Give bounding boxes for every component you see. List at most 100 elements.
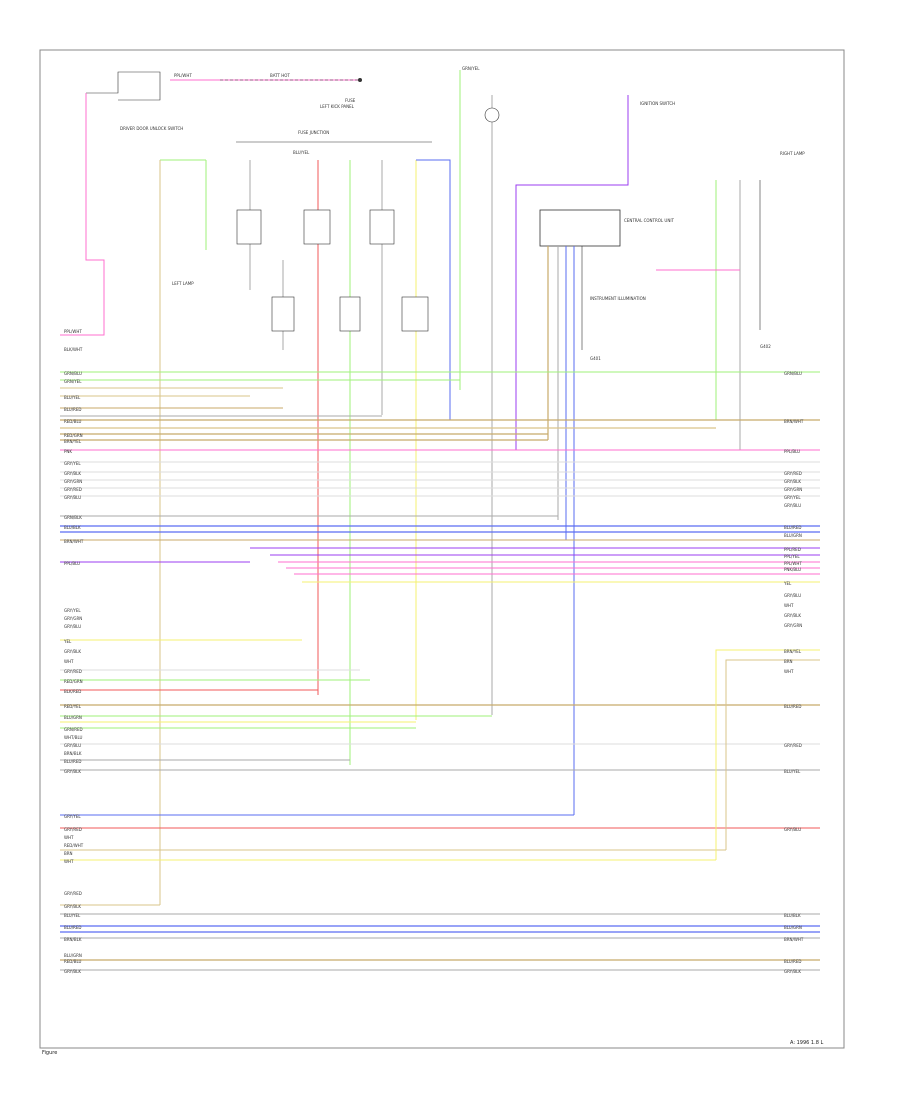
footer-right: A: 1996 1.8 L bbox=[790, 1040, 823, 1046]
diagram-frame bbox=[39, 49, 845, 1049]
row-right-label: BRN/WHT bbox=[784, 937, 804, 942]
row-right-label: BRN/YEL bbox=[784, 649, 802, 654]
junction-label: FUSE JUNCTION bbox=[298, 130, 329, 135]
row-right-label: PPL/YEL bbox=[784, 554, 800, 559]
ground2-label: G402 bbox=[760, 344, 771, 349]
row-left-label: RED/BLU bbox=[64, 419, 82, 424]
row-left-label: BRN/WHT bbox=[64, 539, 84, 544]
row-left-label: GRN/BLU bbox=[64, 371, 82, 376]
control-unit-label: CENTRAL CONTROL UNIT bbox=[624, 218, 675, 223]
row-left-label: GRY/RED bbox=[64, 827, 82, 832]
row-right-label: GRY/RED bbox=[784, 471, 802, 476]
row-left-label: BLU/GRN bbox=[64, 715, 82, 720]
row-right-label: GRY/GRN bbox=[784, 623, 802, 628]
row-left-label: GRY/RED bbox=[64, 487, 82, 492]
ground1-label: G401 bbox=[590, 356, 601, 361]
row-left-label: GRY/RED bbox=[64, 891, 82, 896]
row-right-label: GRY/BLU bbox=[784, 503, 801, 508]
row-left-label: BRN/BLK bbox=[64, 751, 82, 756]
row-left-label: BLK/RED bbox=[64, 689, 81, 694]
row-left-label: GRY/GRN bbox=[64, 616, 82, 621]
row-left-label: GRY/BLK bbox=[64, 969, 81, 974]
row-left-label: GRY/BLK bbox=[64, 649, 81, 654]
green-tag-label: GRN/YEL bbox=[462, 66, 480, 71]
row-right-label: BLU/RED bbox=[784, 525, 801, 530]
row-left-label: GRY/BLU bbox=[64, 624, 81, 629]
row-right-label: PPL/BLU bbox=[784, 449, 800, 454]
row-right-label: WHT bbox=[784, 603, 794, 608]
row-left-label: GRY/BLK bbox=[64, 471, 81, 476]
row-right-label: GRY/BLU bbox=[784, 827, 801, 832]
row-right-label: BRN bbox=[784, 659, 793, 664]
row-right-label: BLU/RED bbox=[784, 959, 801, 964]
row-right-label: GRY/GRN bbox=[784, 487, 802, 492]
row-left-label: GRY/GRN bbox=[64, 479, 82, 484]
row-left-label: YEL bbox=[63, 639, 72, 644]
row-left-label: BLU/BLK bbox=[64, 525, 81, 530]
row-left-label: GRY/YEL bbox=[64, 461, 81, 466]
top-fuse-section: PPL/WHT BATT HOT FUSE LEFT KICK PANEL DR… bbox=[86, 71, 432, 143]
fuse-junction-columns: BLU/YEL bbox=[159, 150, 451, 905]
row-left-label: BLK/WHT bbox=[64, 347, 83, 352]
row-left-label: GRY/YEL bbox=[64, 608, 81, 613]
row-left-label: BLU/GRN bbox=[64, 953, 82, 958]
control-unit: CENTRAL CONTROL UNIT INSTRUMENT ILLUMINA… bbox=[539, 209, 675, 815]
pink-lead-label: PPL/WHT bbox=[174, 73, 192, 78]
row-right-label: GRY/BLK bbox=[784, 969, 801, 974]
footer-left: Figure bbox=[42, 1050, 57, 1056]
row-left-label: BLU/YEL bbox=[64, 395, 81, 400]
row-left-label: GRY/BLK bbox=[64, 769, 81, 774]
row-right-label: GRN/BLU bbox=[784, 371, 802, 376]
row-left-label: RED/BLU bbox=[64, 959, 82, 964]
row-left-label: GRY/BLU bbox=[64, 495, 81, 500]
row-left-label: GRN/YEL bbox=[64, 379, 82, 384]
row-left-label: RED/YEL bbox=[64, 704, 82, 709]
fuse-label: FUSE bbox=[345, 98, 356, 103]
row-right-label: PPL/RED bbox=[784, 547, 801, 552]
row-left-label: BLU/RED bbox=[64, 407, 81, 412]
row-left-label: RED/WHT bbox=[64, 843, 84, 848]
row-left-label: GRY/BLK bbox=[64, 904, 81, 909]
illumination-label: INSTRUMENT ILLUMINATION bbox=[590, 296, 646, 301]
row-right-label: BLU/BLK bbox=[784, 913, 801, 918]
row-right-label: BLU/GRN bbox=[784, 533, 802, 538]
row-right-label: GRY/BLU bbox=[784, 593, 801, 598]
row-left-label: BLU/RED bbox=[64, 759, 81, 764]
row-right-label: GRY/BLK bbox=[784, 613, 801, 618]
ignition-label: IGNITION SWITCH bbox=[640, 101, 675, 106]
left-lamp-label: LEFT LAMP bbox=[172, 281, 194, 286]
row-left-label: BLU/YEL bbox=[64, 913, 81, 918]
hot-label: BATT HOT bbox=[270, 73, 290, 78]
right-wire-labels: GRN/BLU BRN/WHT PPL/BLU GRY/RED GRY/BLK … bbox=[783, 371, 804, 974]
row-right-label: PNK/BLU bbox=[784, 567, 801, 572]
row-left-label: GRY/BLU bbox=[64, 743, 81, 748]
row-left-label: BRN/BLK bbox=[64, 937, 82, 942]
row-left-label: PNK bbox=[64, 449, 72, 454]
row-left-label: PPL/BLU bbox=[64, 561, 80, 566]
row-left-label: PPL/WHT bbox=[64, 329, 82, 334]
row-left-label: GRY/YEL bbox=[64, 814, 81, 819]
row-right-label: BRN/WHT bbox=[784, 419, 804, 424]
row-left-label: RED/GRN bbox=[64, 679, 83, 684]
fuse-sub-label: LEFT KICK PANEL bbox=[320, 104, 355, 109]
row-left-label: GRN/BLK bbox=[64, 515, 82, 520]
row-left-label: WHT bbox=[64, 835, 74, 840]
wire-bundle bbox=[60, 371, 820, 971]
row-right-label: BLU/YEL bbox=[784, 769, 801, 774]
left-wire-labels: PPL/WHT BLK/WHT GRN/BLU GRN/YEL BLU/YEL … bbox=[63, 329, 84, 974]
row-left-label: WHT/BLU bbox=[64, 735, 83, 740]
row-right-label: GRY/BLK bbox=[784, 479, 801, 484]
row-left-label: WHT bbox=[64, 859, 74, 864]
row-left-label: BRN bbox=[64, 851, 73, 856]
door-switch-label: DRIVER DOOR UNLOCK SWITCH bbox=[120, 126, 183, 131]
row-right-label: BLU/GRN bbox=[784, 925, 802, 930]
row-right-label: BLU/RED bbox=[784, 704, 801, 709]
row-left-label: GRN/RED bbox=[64, 727, 83, 732]
row-left-label: BLU/RED bbox=[64, 925, 81, 930]
row-left-label: BRN/YEL bbox=[64, 439, 82, 444]
row-right-label: GRY/RED bbox=[784, 743, 802, 748]
row-left-label: WHT bbox=[64, 659, 74, 664]
right-lamp-label: RIGHT LAMP bbox=[780, 151, 805, 156]
